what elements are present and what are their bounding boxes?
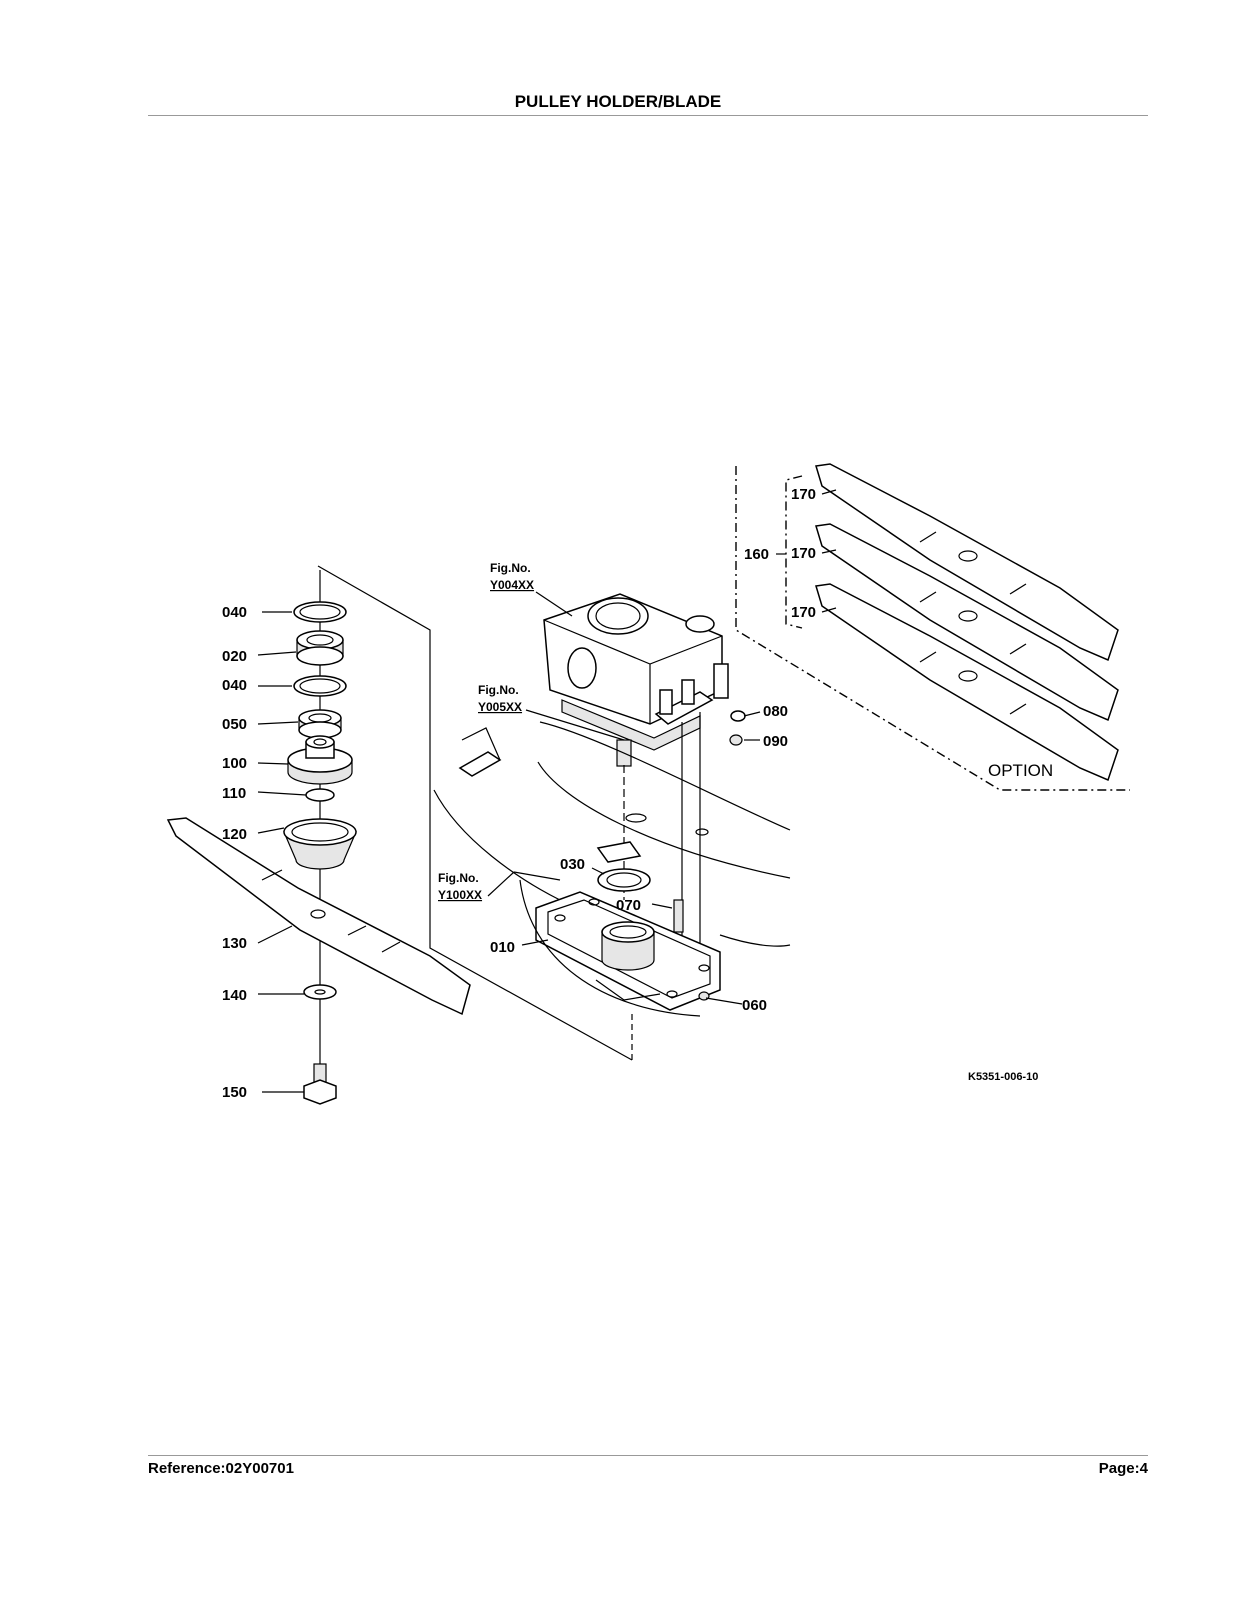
option-label: OPTION xyxy=(988,761,1053,780)
svg-text:Fig.No.: Fig.No. xyxy=(438,871,479,885)
callout-050: 050 xyxy=(222,716,247,733)
spindle-stack-drawing xyxy=(166,565,633,1105)
svg-text:Fig.No.: Fig.No. xyxy=(490,561,531,575)
svg-text:Y005XX: Y005XX xyxy=(478,700,522,714)
svg-text:Y100XX: Y100XX xyxy=(438,888,482,902)
callout-100: 100 xyxy=(222,755,247,772)
callout-060: 060 xyxy=(742,997,767,1014)
svg-text:Fig.No.: Fig.No. xyxy=(478,683,519,697)
callout-040-top: 040 xyxy=(222,604,247,621)
footer-page-number: Page:4 xyxy=(1098,1460,1148,1477)
callout-170-bottom: 170 xyxy=(791,604,816,621)
callout-110: 110 xyxy=(222,785,246,802)
callout-070: 070 xyxy=(616,897,641,914)
callout-150: 150 xyxy=(222,1084,247,1101)
callout-170-top: 170 xyxy=(791,486,816,503)
callout-090: 090 xyxy=(763,733,788,750)
gearbox-assembly-drawing xyxy=(433,591,791,1017)
callout-160: 160 xyxy=(744,546,769,563)
callout-030: 030 xyxy=(560,856,585,873)
footer-reference: Reference:02Y00701 xyxy=(148,1460,294,1477)
callout-120: 120 xyxy=(222,826,247,843)
drawing-code: K5351-006-10 xyxy=(968,1071,1038,1083)
callout-170-middle: 170 xyxy=(791,545,816,562)
option-blades-drawing xyxy=(735,463,1130,791)
page-title: PULLEY HOLDER/BLADE xyxy=(514,92,722,111)
fig-ref-y004xx[interactable]: Fig.No. Y004XX xyxy=(490,561,534,592)
header-rule xyxy=(148,115,1148,116)
fig-ref-y005xx[interactable]: Fig.No. Y005XX xyxy=(478,683,522,714)
callout-020: 020 xyxy=(222,648,247,665)
fig-ref-y100xx[interactable]: Fig.No. Y100XX xyxy=(438,871,482,902)
callout-130: 130 xyxy=(222,935,247,952)
footer-rule xyxy=(148,1455,1148,1456)
svg-text:Y004XX: Y004XX xyxy=(490,578,534,592)
callout-140: 140 xyxy=(222,987,247,1004)
callout-080: 080 xyxy=(763,703,788,720)
callout-010: 010 xyxy=(490,939,515,956)
callout-040-bottom: 040 xyxy=(222,677,247,694)
